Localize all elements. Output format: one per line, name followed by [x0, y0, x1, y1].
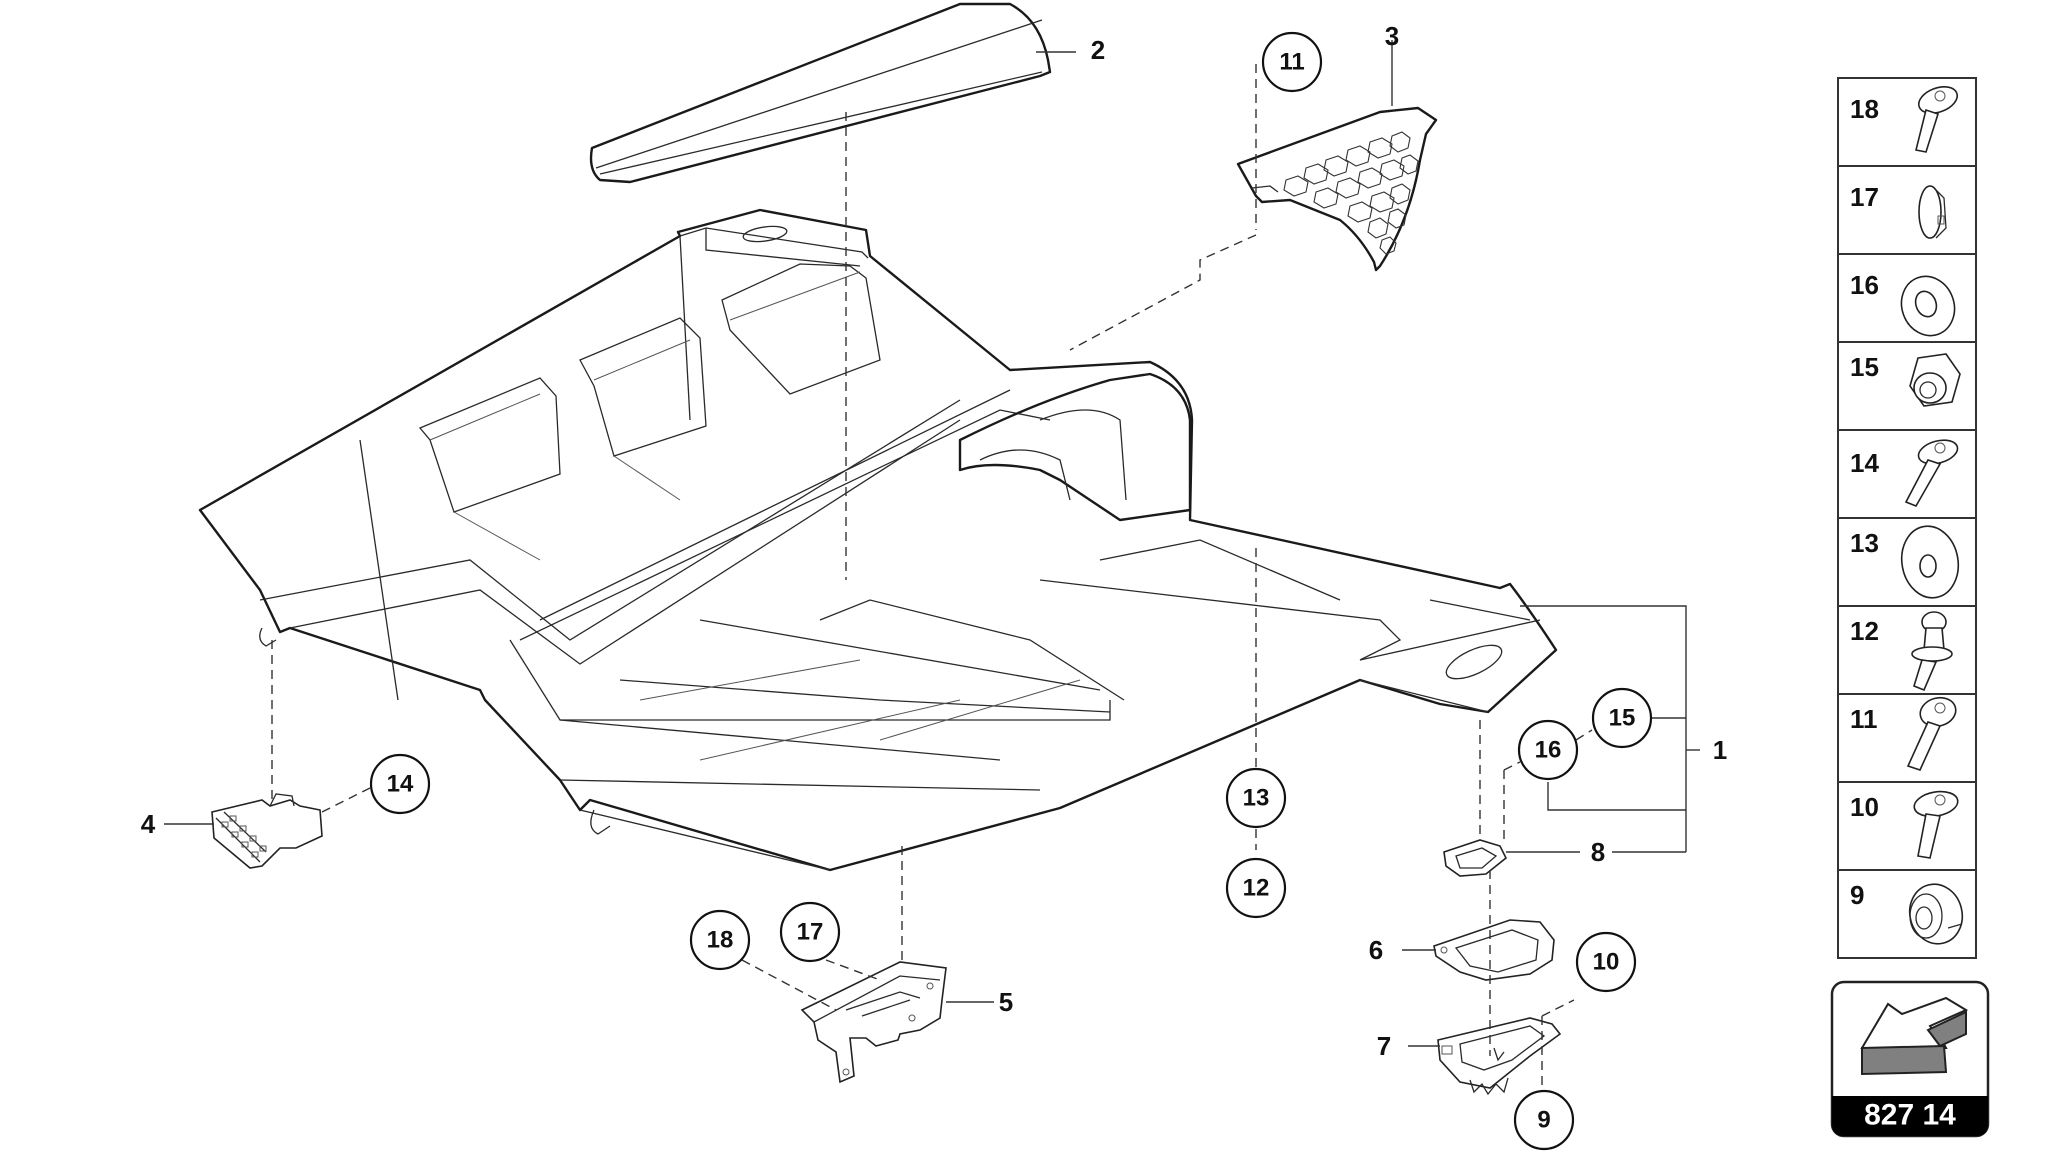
circled-callouts: 9 10 11 12 13 14 15 16 17 18	[369, 31, 1653, 1151]
legend-item-10[interactable]: 10	[1850, 788, 1960, 859]
legend-item-12[interactable]: 12	[1850, 611, 1953, 692]
svg-text:10: 10	[1850, 792, 1879, 822]
svg-text:18: 18	[1850, 94, 1879, 124]
part-2-trim-strip[interactable]	[589, 2, 1052, 184]
svg-text:14: 14	[1850, 448, 1879, 478]
flange-bolt-icon	[1915, 86, 1959, 153]
assembly-lines	[271, 64, 1575, 1098]
callout-13[interactable]: 13	[1225, 767, 1287, 829]
svg-text:15: 15	[1609, 705, 1636, 732]
svg-text:10: 10	[1593, 949, 1620, 976]
svg-text:16: 16	[1535, 737, 1562, 764]
part-5-latch-bracket[interactable]	[800, 961, 947, 1084]
callout-10[interactable]: 10	[1575, 931, 1637, 993]
ball-stud-icon	[1911, 611, 1953, 692]
callout-14[interactable]: 14	[369, 753, 431, 815]
svg-text:15: 15	[1850, 352, 1879, 382]
label-5: 5	[999, 987, 1013, 1017]
callout-17[interactable]: 17	[779, 901, 841, 963]
svg-text:11: 11	[1850, 704, 1878, 734]
lock-nut-icon	[1909, 353, 1961, 407]
part-1-engine-cover[interactable]	[198, 208, 1558, 872]
clip-nut-icon	[1918, 185, 1947, 239]
svg-text:18: 18	[707, 927, 734, 954]
washer-icon	[1900, 525, 1960, 599]
part-7-lock-mechanism[interactable]	[1437, 1017, 1562, 1096]
part-8-seal[interactable]	[1443, 839, 1508, 877]
reference-code: 827 14	[1864, 1099, 1956, 1132]
svg-text:9: 9	[1850, 880, 1864, 910]
callout-15[interactable]: 15	[1591, 687, 1653, 749]
reference-badge: 827 14	[1830, 980, 1990, 1138]
leader-lines	[164, 40, 1700, 1047]
part-4-connector[interactable]	[211, 793, 323, 869]
label-4: 4	[141, 809, 156, 839]
washer-icon	[1900, 275, 1956, 337]
label-1: 1	[1713, 735, 1727, 765]
flange-screw-icon	[1913, 790, 1959, 859]
svg-text:13: 13	[1243, 785, 1270, 812]
svg-text:17: 17	[797, 919, 824, 946]
arrow-orientation-icon	[1860, 996, 1969, 1076]
legend-item-16[interactable]: 16	[1850, 269, 1963, 343]
svg-text:13: 13	[1850, 528, 1879, 558]
plain-labels: 1 2 3 4 5 6 7 8	[141, 21, 1727, 1061]
label-7: 7	[1377, 1031, 1391, 1061]
label-2: 2	[1091, 35, 1105, 65]
callout-18[interactable]: 18	[689, 909, 751, 971]
callout-11[interactable]: 11	[1261, 31, 1323, 93]
callout-12[interactable]: 12	[1225, 857, 1287, 919]
svg-text:9: 9	[1537, 1107, 1550, 1134]
legend-item-14[interactable]: 14	[1850, 436, 1960, 508]
flange-bolt-icon	[1906, 696, 1957, 771]
svg-text:16: 16	[1850, 270, 1879, 300]
svg-text:14: 14	[387, 771, 414, 798]
legend-item-11[interactable]: 11	[1850, 694, 1959, 771]
label-8: 8	[1591, 837, 1605, 867]
legend-item-18[interactable]: 18	[1850, 82, 1961, 153]
part-3-honeycomb-grille[interactable]	[1236, 106, 1438, 272]
callout-9[interactable]: 9	[1513, 1089, 1575, 1151]
callout-16[interactable]: 16	[1517, 719, 1579, 781]
svg-text:17: 17	[1850, 182, 1879, 212]
legend-item-9[interactable]: 9	[1850, 878, 1969, 949]
svg-text:12: 12	[1243, 875, 1270, 902]
grommet-nut-icon	[1908, 883, 1964, 945]
label-3: 3	[1385, 21, 1399, 51]
legend-item-17[interactable]: 17	[1850, 182, 1947, 239]
hardware-legend: 18 17 16 15	[1837, 77, 1977, 959]
svg-text:11: 11	[1279, 49, 1304, 76]
part-6-gasket-plate[interactable]	[1433, 919, 1555, 981]
flange-bolt-icon	[1904, 439, 1959, 508]
legend-item-15[interactable]: 15	[1850, 352, 1961, 407]
label-6: 6	[1369, 935, 1383, 965]
svg-text:12: 12	[1850, 616, 1879, 646]
legend-item-13[interactable]: 13	[1850, 522, 1964, 603]
